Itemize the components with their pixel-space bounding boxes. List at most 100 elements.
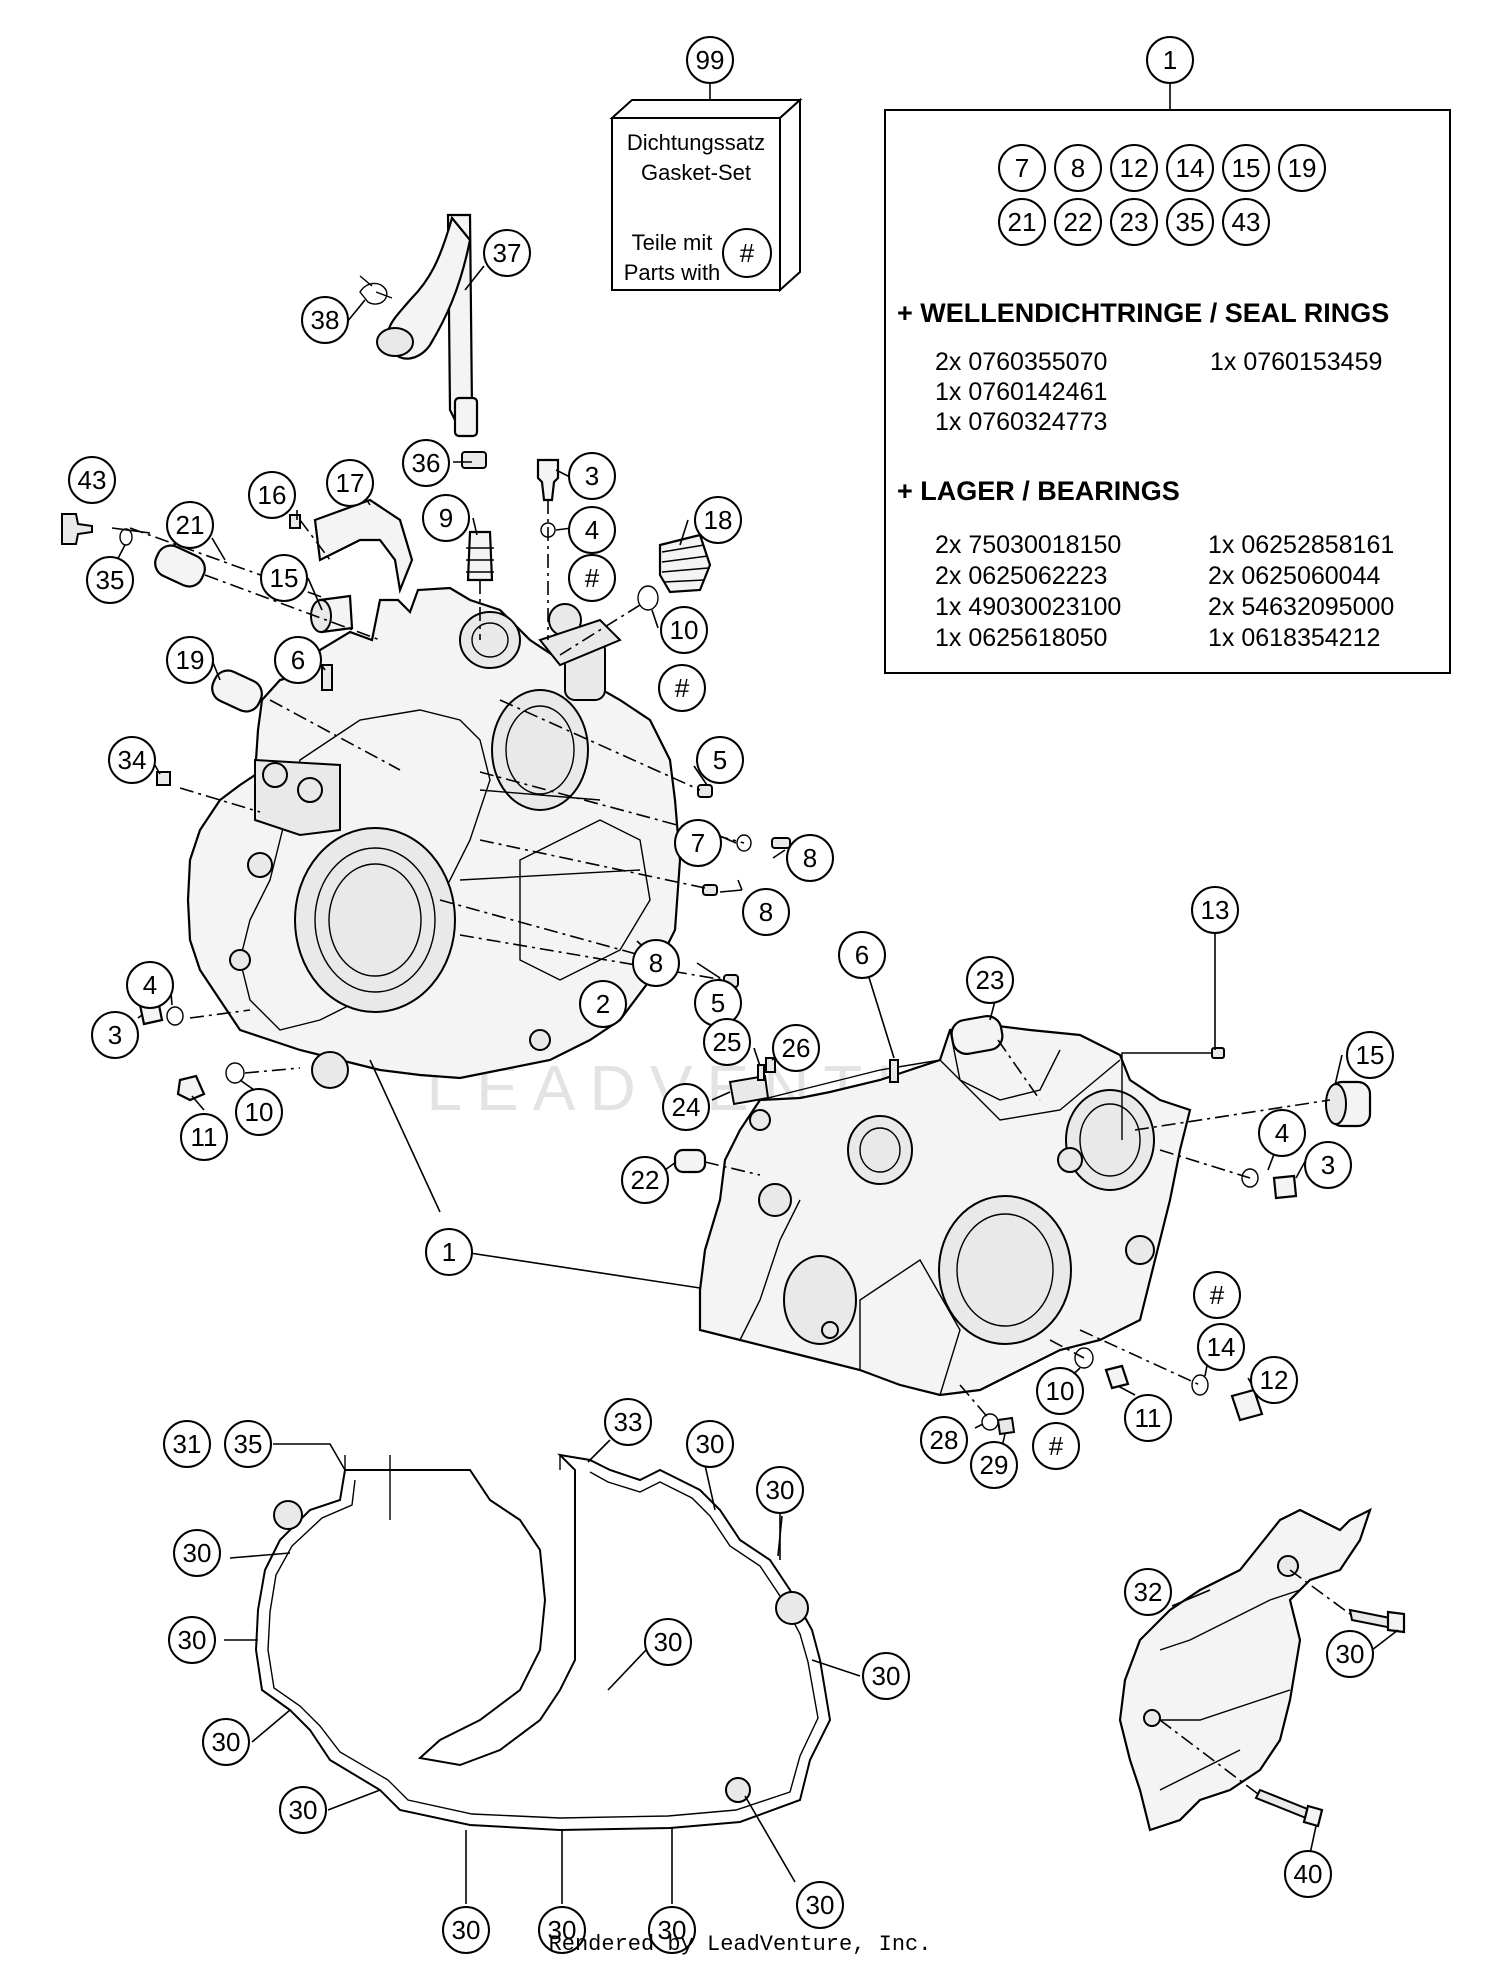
callout-number: #	[585, 563, 600, 593]
bearing-part-number: 1x 0625618050	[935, 624, 1107, 652]
callout-number: 30	[183, 1538, 212, 1568]
callout-number: 16	[258, 480, 287, 510]
screw-26	[765, 1057, 776, 1073]
callout-number: 3	[1321, 1150, 1335, 1180]
callout-37: 37	[483, 229, 531, 277]
callout-15: 15	[260, 554, 308, 602]
callout-circle	[274, 636, 322, 684]
callout-circle	[686, 36, 734, 84]
included-part-number: 12	[1120, 153, 1149, 183]
callout-34: 34	[108, 736, 156, 784]
nipple-6-right	[889, 1059, 899, 1083]
bolt-39	[1254, 1788, 1312, 1820]
callout-30: 30	[442, 1906, 490, 1954]
callout-number: 17	[336, 468, 365, 498]
callout-number: 34	[118, 745, 147, 775]
seal-ring-part-number: 1x 0760324773	[935, 408, 1107, 436]
screw-25	[757, 1064, 765, 1081]
callout-number: 30	[178, 1625, 207, 1655]
callout-11: 11	[1124, 1394, 1172, 1442]
included-part-number: 35	[1176, 207, 1205, 237]
callout-35: 35	[86, 556, 134, 604]
screw-29	[996, 1416, 1016, 1436]
callout-circle	[235, 1088, 283, 1136]
callout-30: 30	[644, 1618, 692, 1666]
callout-number: 6	[291, 645, 305, 675]
callout-8: 8	[786, 834, 834, 882]
callout-circle	[1304, 1141, 1352, 1189]
sensor-13	[1121, 1052, 1212, 1140]
washer-28	[981, 1413, 999, 1431]
included-part-7: 7	[998, 144, 1046, 192]
callout-circle	[1346, 1031, 1394, 1079]
callout-circle	[1124, 1568, 1172, 1616]
callout-circle	[126, 961, 174, 1009]
callout-number: 11	[191, 1122, 218, 1152]
callout-circle	[86, 556, 134, 604]
callout-4: 4	[1258, 1109, 1306, 1157]
included-part-35: 35	[1166, 198, 1214, 246]
callout-number: 15	[270, 563, 299, 593]
screw-8-a	[771, 837, 791, 849]
gasket-set-box: Dichtungssatz Gasket-Set Teile mit Parts…	[609, 97, 803, 293]
callout-26: 26	[772, 1024, 820, 1072]
callout-number: 30	[1336, 1639, 1365, 1669]
callout-number: 30	[806, 1890, 835, 1920]
callout-number: 1	[442, 1237, 456, 1267]
callout-number: 43	[78, 465, 107, 495]
callout-35: 35	[224, 1420, 272, 1468]
callout-number: 2	[596, 989, 610, 1019]
callout-21: 21	[166, 501, 214, 549]
bearing-part-number: 2x 75030018150	[935, 531, 1121, 559]
callout-number: 4	[585, 515, 599, 545]
callout-circle	[838, 931, 886, 979]
included-part-number: 23	[1120, 207, 1149, 237]
gasket-box-line2: Gasket-Set	[641, 160, 751, 185]
callout-number: 25	[713, 1027, 742, 1057]
callout-15: 15	[1346, 1031, 1394, 1079]
callout-19: 19	[166, 636, 214, 684]
callout-number: 19	[176, 645, 205, 675]
callout-13: 13	[1191, 886, 1239, 934]
callout-8: 8	[742, 888, 790, 936]
callout-gasket-marker: #	[658, 664, 706, 712]
bushing-23	[950, 1015, 1004, 1055]
callout-4: 4	[568, 506, 616, 554]
callout-43: 43	[68, 456, 116, 504]
callout-number: 8	[759, 897, 773, 927]
filler-plug	[658, 533, 712, 594]
screw-43	[61, 513, 93, 545]
callout-number: 30	[872, 1661, 901, 1691]
included-part-number: 21	[1008, 207, 1037, 237]
callout-circle	[660, 606, 708, 654]
callout-circle	[422, 494, 470, 542]
callout-circle	[1193, 1271, 1241, 1319]
callout-number: 30	[696, 1429, 725, 1459]
callout-9: 9	[422, 494, 470, 542]
callout-circle	[1258, 1109, 1306, 1157]
hose-clamp	[359, 282, 388, 305]
callout-29: 29	[970, 1441, 1018, 1489]
callout-number: 13	[1201, 895, 1230, 925]
callout-circle	[1124, 1394, 1172, 1442]
callout-5: 5	[696, 736, 744, 784]
callout-10: 10	[235, 1088, 283, 1136]
callout-4: 4	[126, 961, 174, 1009]
callout-circle	[248, 471, 296, 519]
included-part-number: 8	[1071, 153, 1085, 183]
callout-33: 33	[604, 1398, 652, 1446]
seal-ring-part-number: 1x 0760142461	[935, 378, 1107, 406]
callout-circle	[108, 736, 156, 784]
seal-ring-part-number: 2x 0760355070	[935, 348, 1107, 376]
callout-circle	[568, 506, 616, 554]
callout-3: 3	[568, 452, 616, 500]
callout-30: 30	[648, 1906, 696, 1954]
washer-4-left	[166, 1006, 184, 1026]
callout-number: 30	[452, 1915, 481, 1945]
callout-circle	[68, 456, 116, 504]
callout-3: 3	[1304, 1141, 1352, 1189]
callout-circle	[686, 1420, 734, 1468]
fitting-36	[461, 451, 487, 469]
